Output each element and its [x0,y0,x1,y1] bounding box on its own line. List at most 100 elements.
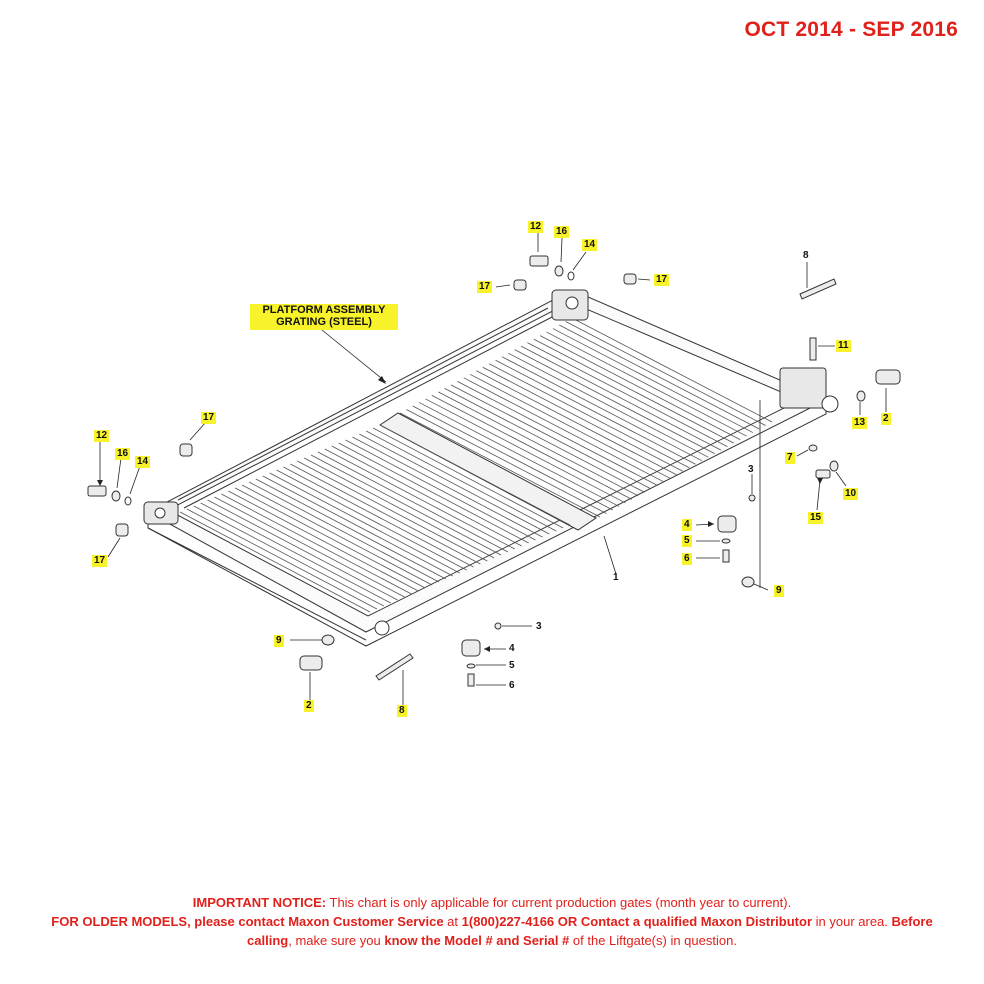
model-serial-label: know the Model # and Serial # [384,933,570,948]
grating-slat [179,511,371,613]
callout-2-left: 2 [304,700,314,712]
grating-slat [262,475,453,577]
title-line-2: GRATING (STEEL) [276,316,372,328]
grating-right [399,317,773,518]
callout-4-right: 4 [682,519,692,531]
grating-slat [193,505,384,607]
callout-17-right-a: 17 [477,281,493,293]
grating-slat [228,490,419,592]
callout-5-left: 5 [509,660,515,671]
callout-17-left-top: 17 [201,412,217,424]
nut-7 [808,444,818,452]
callout-17-left-bottom: 17 [92,555,108,567]
platform-assembly-title: PLATFORM ASSEMBLY GRATING (STEEL) [250,304,398,330]
callout-13: 13 [852,417,868,429]
callout-1: 1 [613,572,619,583]
pin-8b [375,653,414,681]
grating-slat [508,352,709,458]
grating-slat [372,427,564,529]
bushing-17d [623,273,637,285]
before-calling-label: Before calling [247,914,933,948]
grating-slat [331,445,522,547]
grating-slat [214,496,405,598]
grating-slat [283,466,474,568]
grating-slat [276,469,467,571]
grating-slat [476,370,677,476]
grating-slat [352,436,543,538]
nut-3b [494,622,502,630]
callout-6-left: 6 [509,680,515,691]
callout-5-right: 5 [682,535,692,547]
washer-5b [466,663,476,669]
callout-4-left: 4 [509,643,515,654]
grating-slat [366,430,557,532]
grating-slat [533,338,734,444]
callout-15: 15 [808,512,824,524]
washer-9a [741,576,755,588]
grating-slat [290,463,481,565]
title-line-1: PLATFORM ASSEMBLY [262,304,386,316]
grating-slat [359,433,550,535]
bushing-17a [179,443,193,457]
grating-slat [571,317,773,423]
ring-14b [567,271,575,281]
important-notice-text: This chart is only applicable for curren… [326,895,792,910]
grating-slat [207,499,398,601]
older-models-area: in your area. [812,914,892,929]
grating-slat [489,363,690,469]
grating-slat [463,377,664,483]
grating-slat [399,412,601,518]
bushing-17c [513,279,527,291]
date-range-header: OCT 2014 - SEP 2016 [744,18,958,41]
bushing-17b [115,523,129,537]
grating-slat [559,324,760,430]
older-models-at: at [443,914,462,929]
callout-16-right: 16 [554,226,570,238]
callout-17-right-b: 17 [654,274,670,286]
contact-phone: 1(800)227-4166 OR Contact a qualified Ma… [461,914,813,929]
callout-14-left: 14 [135,456,151,468]
callout-10: 10 [843,488,859,500]
grating-slat [495,359,696,465]
grating-slat [546,331,747,437]
bumper-4b [461,639,481,657]
grating-slat [552,328,754,433]
callout-8-left: 8 [397,705,407,717]
grating-slat [338,442,529,544]
grating-slat [412,405,613,511]
washer-16b [554,265,564,277]
grating-slat [303,457,495,559]
grating-slat [431,395,633,500]
bolt-6a [722,549,730,563]
callout-8-right: 8 [803,250,809,261]
grating-slat [324,448,516,550]
grating-slat [297,460,488,562]
important-notice-label: IMPORTANT NOTICE: [192,895,327,910]
grating-slat [450,384,652,490]
center-crossbar [379,412,597,531]
grating-slat [527,342,728,447]
grating-slat [520,345,722,451]
washer-16a [111,490,121,502]
grating-slat [539,335,741,440]
bushing-2b [299,655,323,671]
grating-slat [438,391,639,497]
grating-slat [418,402,620,507]
washer-10 [829,460,839,472]
callout-3-right: 3 [748,464,754,475]
washer-5a [721,538,731,544]
grating-slat [425,398,626,504]
callout-12-right: 12 [528,221,544,233]
callout-9-right: 9 [774,585,784,597]
bushing-2a [875,369,901,385]
grating-slat [317,451,509,553]
bolt-12a [87,485,107,497]
bolt-15 [815,469,831,479]
bolt-12b [529,255,549,267]
grating-slat [501,356,703,462]
callout-11: 11 [836,340,851,352]
grating-slat [469,373,671,479]
notice-tail: of the Liftgate(s) in question. [569,933,737,948]
washer-13 [856,390,866,402]
callout-7: 7 [785,452,795,464]
